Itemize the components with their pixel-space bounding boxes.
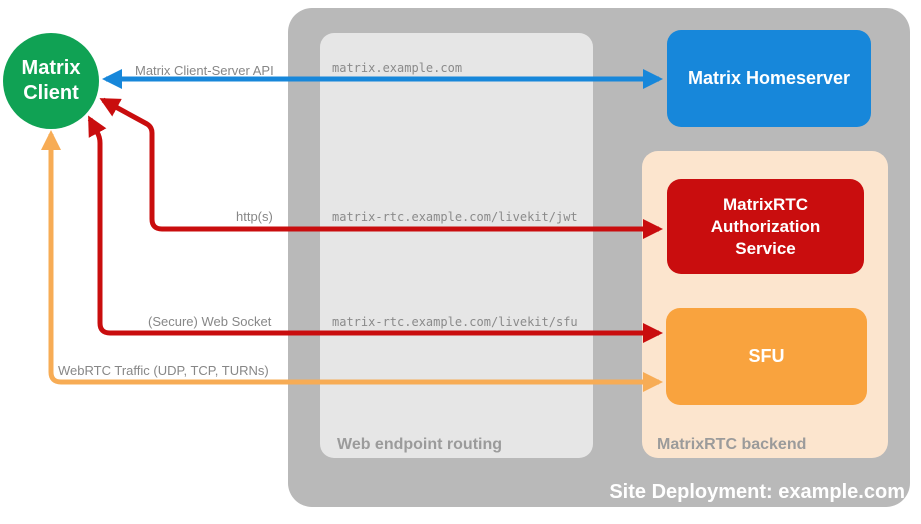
web-endpoint-routing-box	[320, 33, 593, 458]
auth-service-label: MatrixRTC Authorization Service	[710, 194, 821, 258]
http-label: http(s)	[236, 209, 273, 224]
matrix-homeserver-label: Matrix Homeserver	[687, 68, 851, 88]
auth-service-node: MatrixRTC Authorization Service	[667, 179, 864, 274]
site-deployment-label: Site Deployment: example.com	[609, 481, 905, 503]
backend-section-label: MatrixRTC backend	[657, 436, 807, 453]
endpoint-url-jwt: matrix-rtc.example.com/livekit/jwt	[332, 210, 578, 224]
matrix-homeserver-node: Matrix Homeserver	[667, 30, 871, 127]
endpoint-url-homeserver: matrix.example.com	[332, 61, 463, 75]
webrtc-label: WebRTC Traffic (UDP, TCP, TURNs)	[58, 363, 269, 378]
routing-section-label: Web endpoint routing	[337, 436, 503, 453]
sfu-label: SFU	[748, 346, 785, 366]
matrix-client-node: Matrix Client	[3, 33, 99, 129]
endpoint-url-sfu: matrix-rtc.example.com/livekit/sfu	[332, 315, 578, 329]
websocket-label: (Secure) Web Socket	[148, 314, 272, 329]
client-server-api-label: Matrix Client-Server API	[135, 63, 274, 78]
matrix-client-label: Matrix Client	[21, 57, 81, 104]
sfu-node: SFU	[666, 308, 867, 405]
